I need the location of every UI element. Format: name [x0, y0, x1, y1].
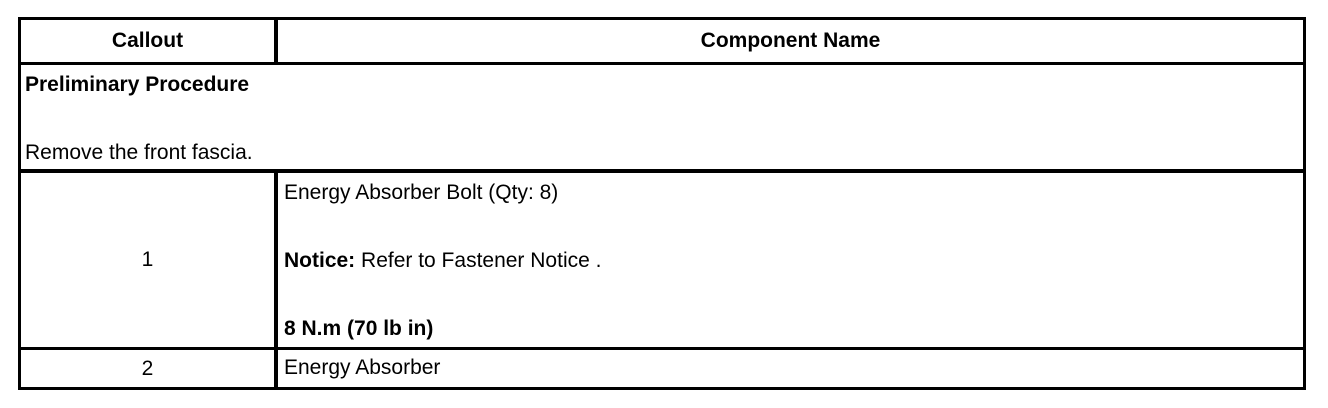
table-header-row: Callout Component Name: [21, 20, 1303, 65]
component-cell: Energy Absorber: [274, 350, 1303, 387]
component-table: Callout Component Name Preliminary Proce…: [18, 17, 1306, 390]
component-name: Energy Absorber Bolt (Qty: 8): [284, 181, 559, 204]
component-cell: Energy Absorber Bolt (Qty: 8) Notice: Re…: [274, 173, 1303, 347]
torque-spec: 8 N.m (70 lb in): [284, 317, 434, 340]
notice-text: Refer to Fastener Notice .: [355, 249, 602, 272]
preliminary-step: Remove the front fascia.: [25, 141, 253, 164]
callout-number: 2: [141, 356, 154, 380]
notice-label: Notice:: [284, 249, 356, 272]
header-component-name: Component Name: [274, 20, 1303, 62]
table-row: 2 Energy Absorber: [21, 350, 1303, 387]
table-row: 1 Energy Absorber Bolt (Qty: 8) Notice: …: [21, 173, 1303, 350]
component-name: Energy Absorber: [284, 356, 441, 379]
notice-line: Notice: Refer to Fastener Notice .: [284, 249, 601, 273]
preliminary-title: Preliminary Procedure: [25, 73, 250, 96]
callout-number: 1: [141, 248, 154, 271]
preliminary-procedure-row: Preliminary Procedure Remove the front f…: [21, 65, 1303, 173]
header-callout: Callout: [111, 29, 184, 52]
